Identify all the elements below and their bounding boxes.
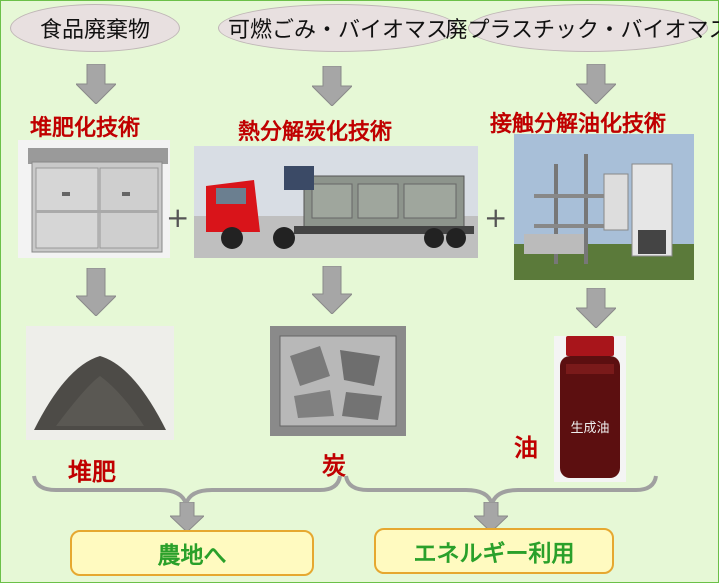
product-compost: 堆肥 [68,458,116,486]
composting-machine-image [18,140,170,258]
jar-label: 生成油 [570,421,609,436]
down-arrow-icon [76,64,116,104]
down-arrow-icon [312,266,352,314]
product-oil: 油 [514,434,538,462]
tech-composting: 堆肥化技術 [30,116,141,141]
plus-sign: + [484,201,508,234]
source-combustible-biomass: 可燃ごみ・バイオマス [218,4,458,52]
product-charcoal: 炭 [322,452,346,480]
tech-catalytic-cracking: 接触分解油化技術 [490,112,667,137]
source-plastic-biomass: 廃プラスチック・バイオマス [445,4,719,52]
down-arrow-icon [576,288,616,328]
tech-pyrolysis-carbonization: 熱分解炭化技術 [238,120,393,145]
catalytic-plant-image [514,134,694,280]
oil-jar-image: 生成油 [554,336,626,482]
pyrolysis-truck-image [194,146,478,258]
compost-pile-image [26,326,174,440]
result-farmland: 農地へ [70,530,314,576]
charcoal-tray-image [270,326,406,436]
down-arrow-icon [170,502,204,532]
source-food-waste: 食品廃棄物 [10,4,180,52]
down-arrow-icon [576,64,616,104]
plus-sign: + [166,201,190,234]
down-arrow-icon [76,268,116,316]
result-energy-use: エネルギー利用 [374,528,614,574]
down-arrow-icon [474,502,508,532]
down-arrow-icon [312,66,352,106]
